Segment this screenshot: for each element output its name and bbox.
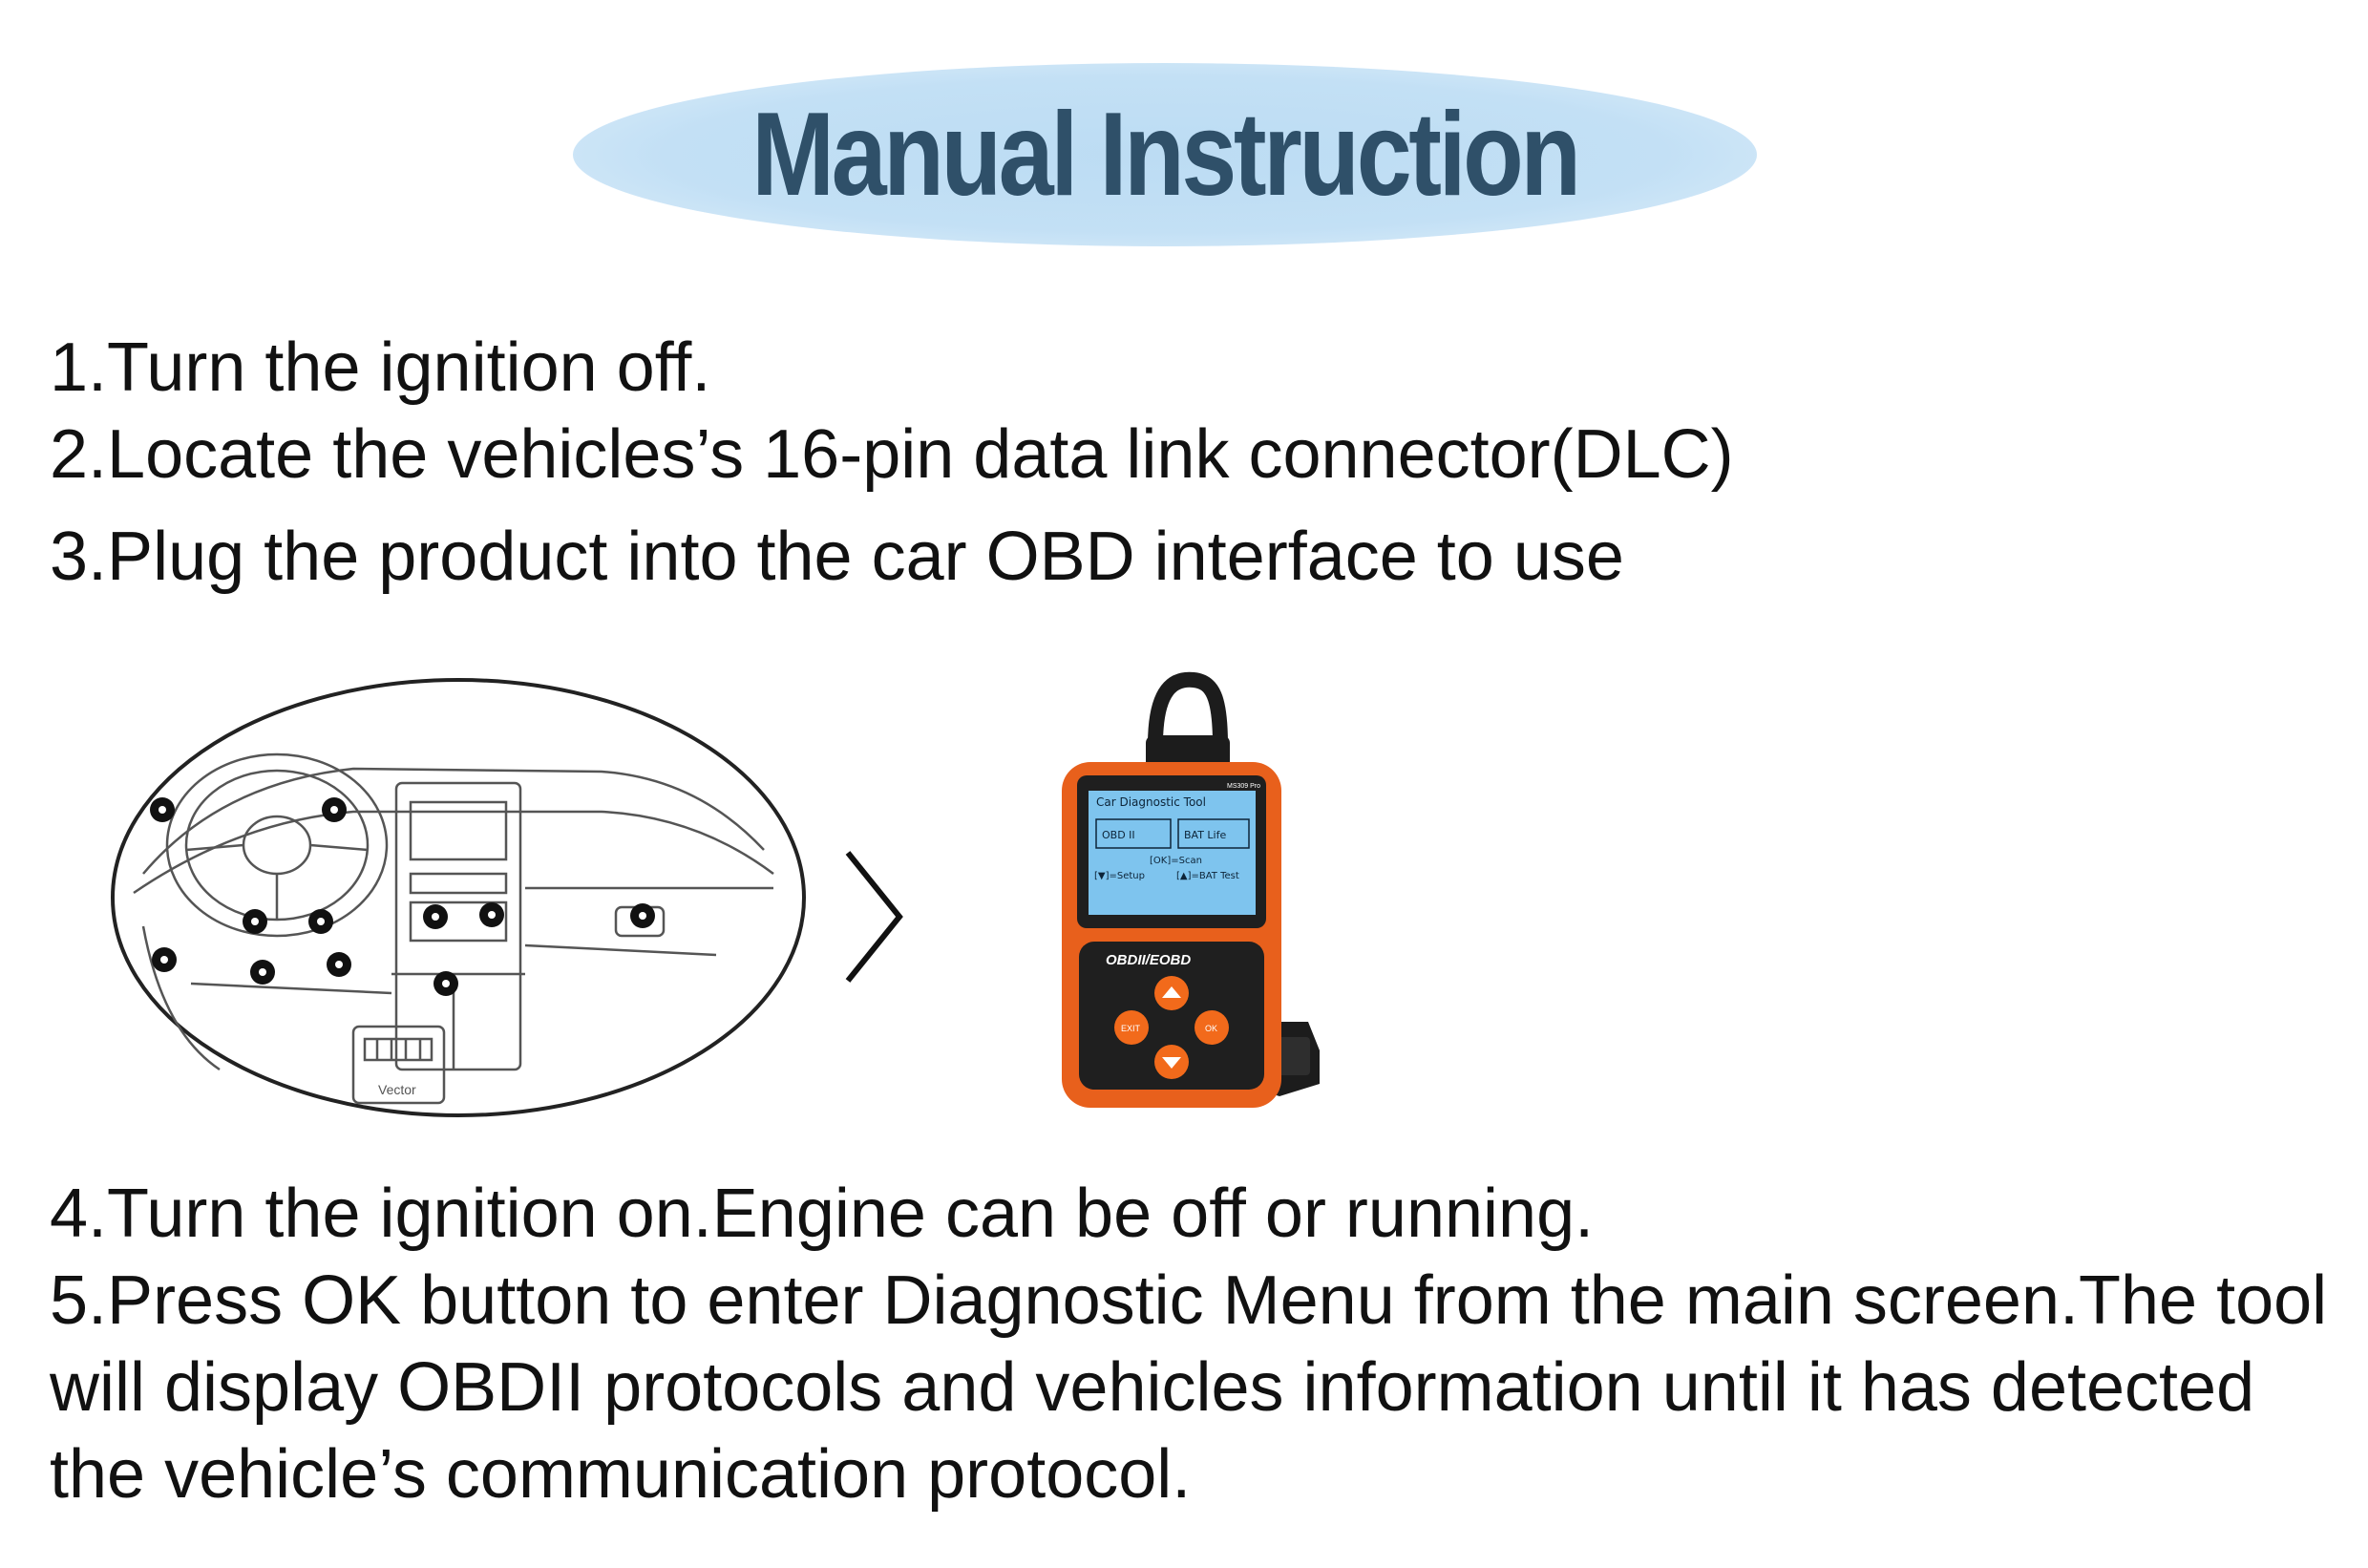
step-5: 5.Press OK button to enter Diagnostic Me… (50, 1262, 2328, 1513)
device-model: MS309 Pro (1227, 783, 1260, 790)
screen-obd: OBD II (1102, 829, 1135, 841)
step-2: 2.Locate the vehicles’s 16-pin data link… (50, 416, 1734, 493)
dashboard-diagram: Vector (111, 678, 806, 1117)
location-dot-icon (150, 797, 655, 996)
page-title: Manual Instruction (751, 89, 1581, 221)
obd-scanner-image: MS309 Pro Car Diagnostic Tool OBD II BAT… (1062, 671, 1320, 1108)
screen-bat: BAT Life (1184, 829, 1226, 841)
svg-text:EXIT: EXIT (1121, 1024, 1141, 1033)
svg-text:OK: OK (1205, 1024, 1217, 1033)
up-arrow-button (1154, 976, 1189, 1010)
steps-list-bottom: 4.Turn the ignition on.Engine can be off… (50, 1171, 2341, 1518)
step-1: 1.Turn the ignition off. (50, 329, 711, 406)
connector-label: Vector (378, 1082, 416, 1097)
title-banner (573, 63, 1757, 246)
exit-button: EXIT (1114, 1010, 1149, 1045)
screen-title: Car Diagnostic Tool (1096, 795, 1206, 809)
device-brand: OBDII/EOBD (1106, 952, 1191, 968)
screen-ok: [OK]=Scan (1150, 856, 1202, 866)
step-4: 4.Turn the ignition on.Engine can be off… (50, 1176, 1595, 1252)
screen-setup: [▼]=Setup (1094, 871, 1145, 881)
screen-battest: [▲]=BAT Test (1176, 871, 1239, 881)
ok-button: OK (1195, 1010, 1229, 1045)
steps-list-top: 1.Turn the ignition off. 2.Locate the ve… (50, 325, 1734, 601)
chevron-right-icon (845, 851, 903, 983)
down-arrow-button (1154, 1045, 1189, 1079)
step-3: 3.Plug the product into the car OBD inte… (50, 519, 1624, 595)
